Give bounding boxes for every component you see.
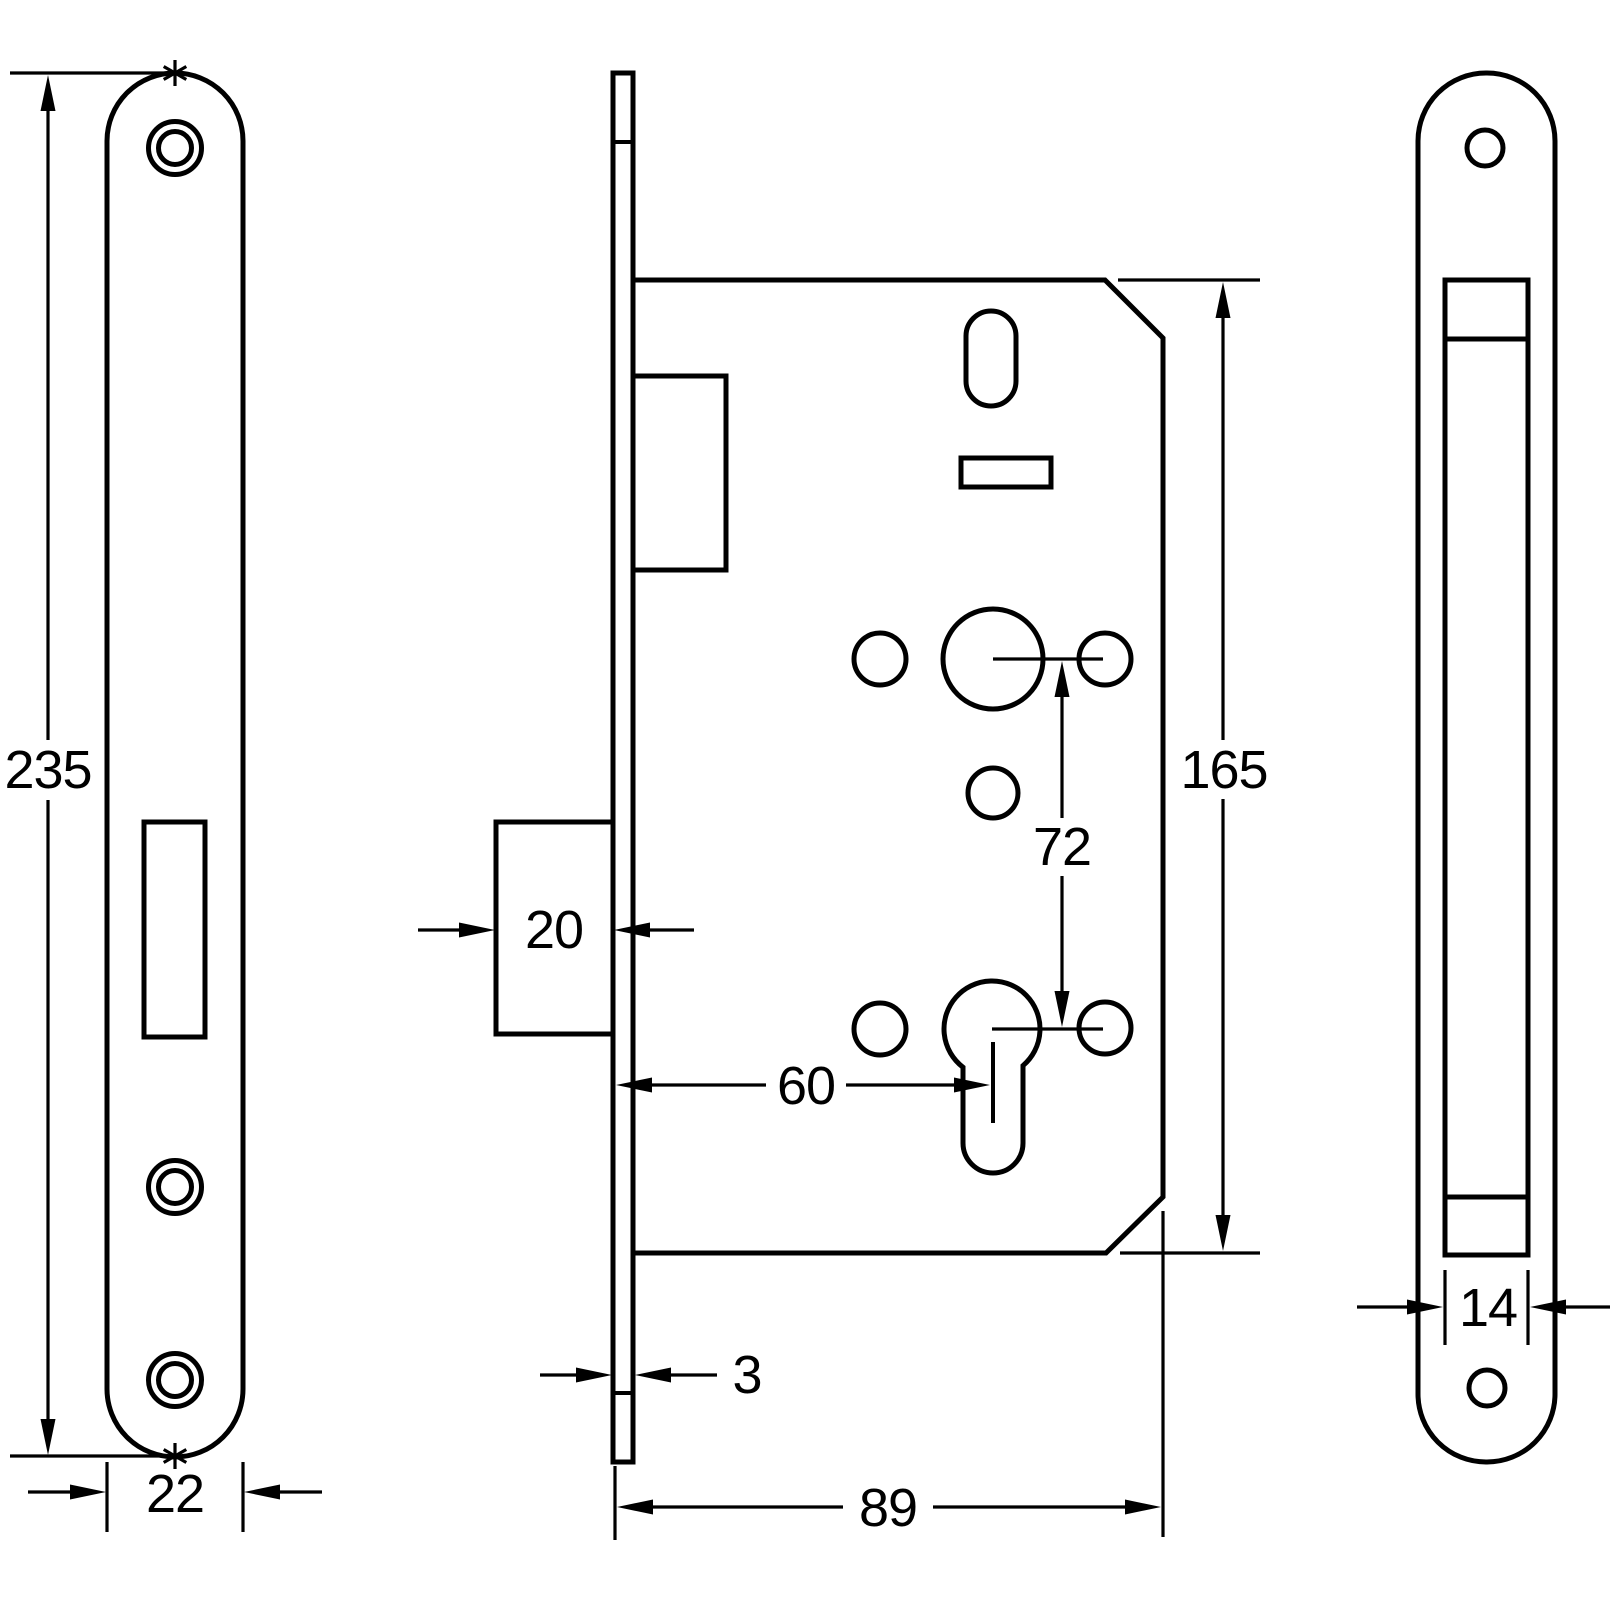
faceplate-edge <box>610 70 636 1465</box>
arrowhead-right <box>1407 1299 1443 1315</box>
arrowhead-left <box>616 1077 652 1093</box>
dim-faceplate-length: 235 <box>4 60 188 1469</box>
fixing-hole-middle <box>965 765 1021 821</box>
dim-label-14: 14 <box>1459 1278 1517 1338</box>
dim-label-3: 3 <box>732 1345 761 1405</box>
case-rear-profile <box>1442 277 1531 1258</box>
oval-fixing-slot <box>963 308 1019 409</box>
arrowhead-down <box>1054 991 1070 1027</box>
screw-hole-top-inner <box>156 129 194 167</box>
dim-label-235: 235 <box>4 740 91 800</box>
dim-case-width: 14 <box>1357 1270 1610 1345</box>
screw-hole-bottom <box>1466 1367 1508 1409</box>
fixing-hole-upper-left <box>851 630 909 688</box>
dim-label-22: 22 <box>146 1464 204 1524</box>
datum-asterisk-top <box>162 60 188 86</box>
arrowhead-left <box>635 1367 671 1383</box>
arrowhead-up <box>40 75 56 111</box>
dim-case-depth: 89 <box>613 1211 1165 1540</box>
arrowhead-right <box>459 922 495 938</box>
arrowhead-up <box>1215 282 1231 318</box>
arrowhead-right <box>70 1484 106 1500</box>
datum-asterisk-bottom <box>162 1443 188 1469</box>
faceplate-back-outline <box>1415 70 1558 1465</box>
dim-label-89: 89 <box>859 1478 917 1538</box>
screw-hole-bottom-inner <box>156 1361 194 1399</box>
latch-bolt-box <box>630 373 729 573</box>
dim-backset: 60 <box>616 1056 990 1116</box>
screw-hole-mid-outer <box>146 1158 204 1216</box>
arrowhead-left <box>1530 1299 1566 1315</box>
dim-centres: 72 <box>1033 661 1092 1027</box>
arrowhead-right <box>1125 1499 1161 1515</box>
screw-hole-bottom-outer <box>146 1351 204 1409</box>
dim-faceplate-thickness: 3 <box>540 1345 763 1405</box>
dim-faceplate-width: 22 <box>28 1462 322 1532</box>
screw-hole-top <box>1464 127 1506 169</box>
arrowhead-left <box>614 922 650 938</box>
arrowhead-left <box>617 1499 653 1515</box>
arrowhead-right <box>576 1367 612 1383</box>
faceplate-front-view <box>104 70 246 1460</box>
screw-hole-top-outer <box>146 119 204 177</box>
screw-hole-mid-inner <box>156 1168 194 1206</box>
dim-label-72: 72 <box>1033 817 1091 877</box>
dim-case-height: 165 <box>1118 278 1269 1255</box>
dim-label-60: 60 <box>777 1056 835 1116</box>
lock-case-outline <box>633 277 1166 1256</box>
arrowhead-down <box>1215 1215 1231 1251</box>
dim-bolt-projection: 20 <box>418 900 694 960</box>
arrowhead-left <box>244 1484 280 1500</box>
arrowhead-down <box>40 1419 56 1455</box>
arrowhead-right <box>954 1077 990 1093</box>
faceplate-back-view <box>1415 70 1558 1465</box>
deadbolt-cutout <box>141 819 208 1040</box>
faceplate-front-outline <box>104 70 246 1460</box>
euro-cylinder-hole <box>941 978 1043 1176</box>
fixing-hole-lower-left <box>851 1000 909 1058</box>
deadbolt-thrown <box>493 819 616 1037</box>
arrowhead-up <box>1054 661 1070 697</box>
lock-case-side-view <box>493 70 1166 1465</box>
dim-label-165: 165 <box>1180 740 1267 800</box>
dim-label-20: 20 <box>525 900 583 960</box>
stop-slot <box>958 455 1054 490</box>
